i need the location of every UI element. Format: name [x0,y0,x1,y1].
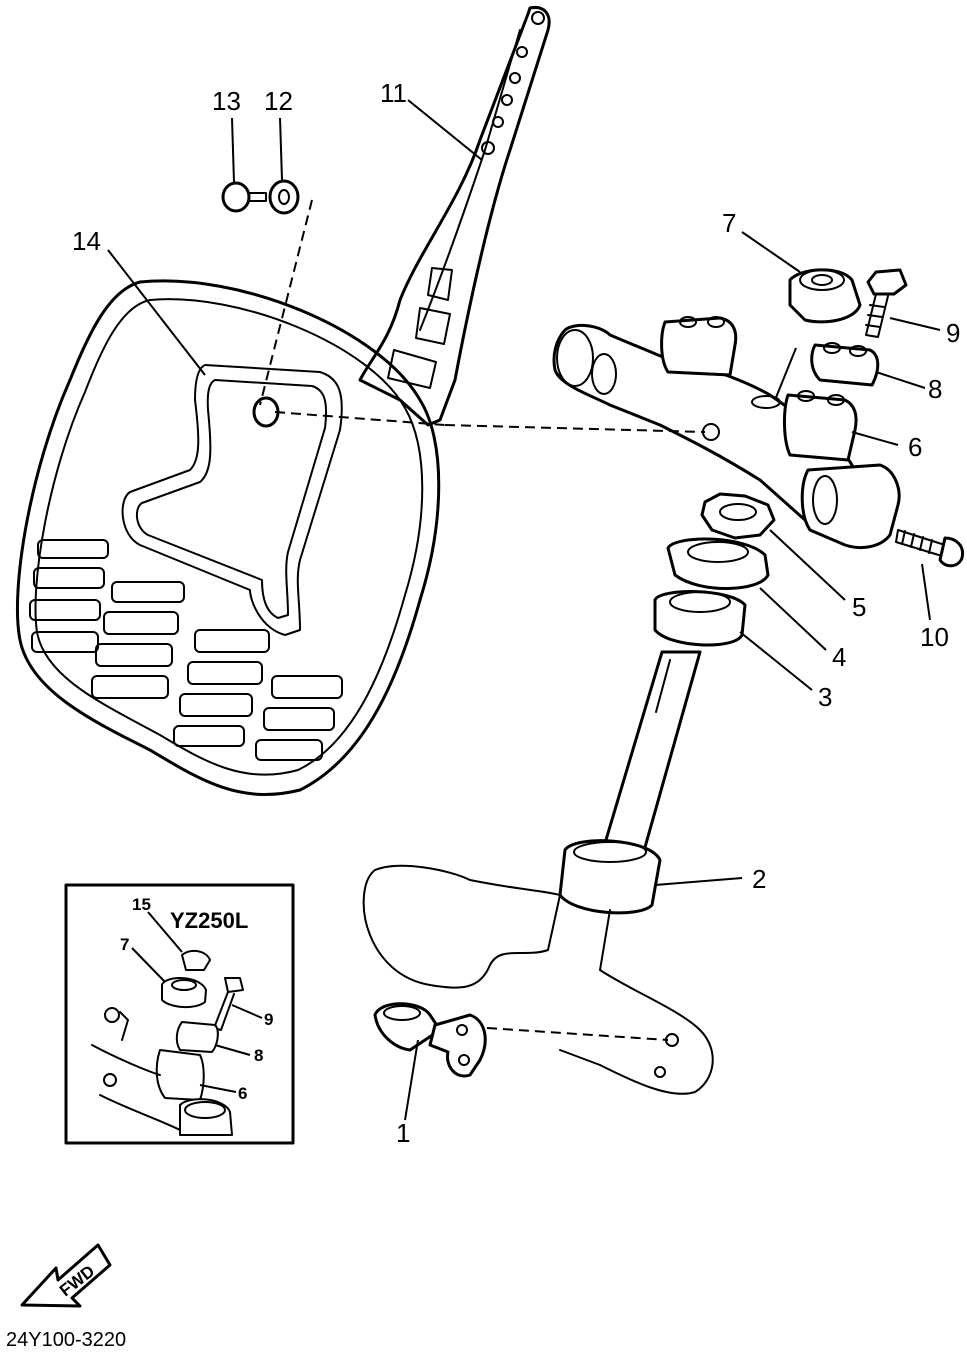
callout-10: 10 [920,622,949,652]
inset-title: YZ250L [170,908,248,933]
number-plate-part-14 [15,279,441,796]
bracket-part-11 [358,5,551,427]
callout-3: 3 [818,682,832,712]
bearing-part-3 [653,590,747,647]
leader-lines [107,99,941,1121]
callout-6: 6 [908,432,922,462]
dust-seal-part-4 [666,537,770,590]
inset-callout-6: 6 [238,1084,247,1103]
callout-11: 11 [380,78,407,108]
callout-13: 13 [212,86,241,116]
callout-9: 9 [946,318,960,348]
callout-5: 5 [852,592,866,622]
washer-part-12 [268,179,300,215]
callout-8: 8 [928,374,942,404]
assembly-lines [259,199,797,1041]
bolt-part-13 [221,181,267,213]
cable-guide-part-1 [373,1002,487,1078]
nut-part-7 [788,268,862,324]
callout-7: 7 [722,208,736,238]
fwd-arrow: FWD [20,1243,112,1308]
bolt-part-9 [865,268,908,338]
callout-4: 4 [832,642,846,672]
inset-callout-9: 9 [264,1010,273,1029]
callout-numbers: 13 12 11 14 7 9 8 6 5 10 4 3 2 1 [72,78,960,1148]
inset-yz250l: YZ250L 15 7 9 8 6 [64,883,295,1145]
callout-14: 14 [72,226,101,256]
callout-2: 2 [752,864,766,894]
steering-stem-part-2 [362,650,714,1095]
drawing-code: 24Y100-3220 [6,1329,126,1351]
clamp-cap-part-8 [810,342,880,387]
upper-bracket-part-6 [552,316,901,549]
inset-callout-15: 15 [132,895,151,914]
ring-nut-part-5 [700,492,776,540]
callout-1: 1 [396,1118,410,1148]
callout-12: 12 [264,86,293,116]
bolt-part-10 [895,529,965,568]
inset-callout-8: 8 [254,1046,263,1065]
inset-callout-7: 7 [120,935,129,954]
